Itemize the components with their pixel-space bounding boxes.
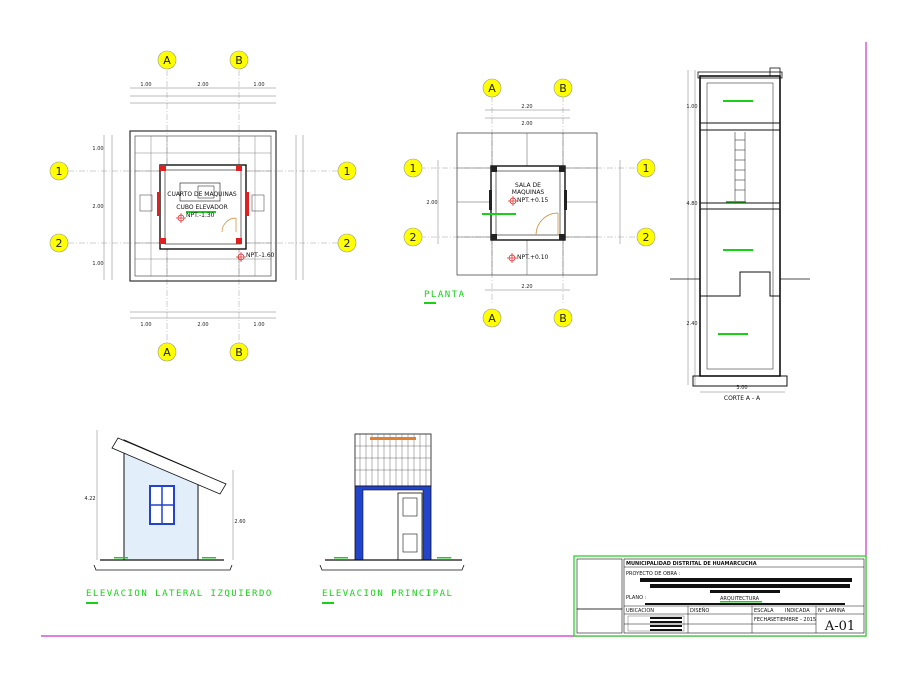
tb-plan-label: PLANO : <box>626 595 647 601</box>
label-underline <box>482 213 516 215</box>
elev-main-title: ELEVACION PRINCIPAL <box>322 589 453 599</box>
room-label-machines: CUARTO DE MAQUINAS <box>167 191 237 198</box>
grid-label-b: B <box>235 346 243 359</box>
dim-top-r2: 2.00 <box>521 121 532 127</box>
tb-specialty: ARQUITECTURA <box>720 596 760 602</box>
level-text-1: NPT.-1.30 <box>186 212 215 219</box>
dim-top-2: 2.00 <box>197 82 208 88</box>
grid-bubble-1-right: 1 <box>337 161 357 181</box>
section-a-a: 1.00 4.80 2.40 3.00 <box>670 67 810 402</box>
dim-side-2: 2.00 <box>92 204 103 210</box>
dim-bottom-3: 1.00 <box>253 322 264 328</box>
grid-label-2: 2 <box>344 237 351 250</box>
tb-institution: MUNICIPALIDAD DISTRITAL DE HUAMARCUCHA <box>626 561 757 567</box>
grid-label-1: 1 <box>56 165 63 178</box>
grid-label-2: 2 <box>56 237 63 250</box>
room-label-elevator: CUBO ELEVADOR <box>176 204 227 211</box>
grid-bubble-2-left-r: 2 <box>403 227 423 247</box>
title-block: MUNICIPALIDAD DISTRITAL DE HUAMARCUCHA P… <box>573 555 867 637</box>
grid-bubble-b-top-r: B <box>553 78 573 98</box>
elevation-left: 4.22 2.60 ELEVACION LATERAL IZQUIERDO <box>84 430 273 604</box>
dim-bottom-1: 1.00 <box>140 322 151 328</box>
grid-label-1: 1 <box>344 165 351 178</box>
tb-scale-value: INDICADA <box>785 608 810 614</box>
plan-right: A B A B 1 2 1 2 <box>403 78 656 328</box>
elevation-main: ELEVACION PRINCIPAL <box>319 433 465 604</box>
room-label-line1: SALA DE <box>515 182 541 189</box>
level-mark-r2: NPT.+0.10 <box>507 253 549 263</box>
tb-scale-label: ESCALA <box>754 608 774 614</box>
plan-left: A B A B 1 2 1 2 <box>49 50 357 362</box>
tb-date-label: FECHA <box>754 617 771 623</box>
grid-label-a: A <box>488 312 496 325</box>
grid-label-b: B <box>559 82 567 95</box>
room-label-line2: MAQUINAS <box>512 189 545 196</box>
tb-date-value: SETIEMBRE - 2015 <box>770 617 816 623</box>
grid-bubble-a-bottom: A <box>157 342 177 362</box>
grid-bubble-a-top-r: A <box>482 78 502 98</box>
grid-bubble-2-right-r: 2 <box>636 227 656 247</box>
level-mark-1: NPT.-1.30 <box>176 212 215 223</box>
grid-bubble-2-left: 2 <box>49 233 69 253</box>
tb-project-label: PROYECTO DE OBRA : <box>626 571 681 577</box>
grid-bubble-2-right: 2 <box>337 233 357 253</box>
grid-label-b: B <box>235 54 243 67</box>
grid-label-1: 1 <box>410 162 417 175</box>
dim-side-1: 1.00 <box>92 146 103 152</box>
grid-label-2: 2 <box>643 231 650 244</box>
dim-elev-left-1: 4.22 <box>84 496 95 502</box>
dim-side-r1: 2.00 <box>426 200 437 206</box>
grid-label-1: 1 <box>643 162 650 175</box>
level-text-r2: NPT.+0.10 <box>517 254 549 261</box>
tb-sheet-number: A-01 <box>824 619 855 634</box>
dim-elev-left-2: 2.60 <box>234 519 245 525</box>
grid-label-b: B <box>559 312 567 325</box>
elev-left-title: ELEVACION LATERAL IZQUIERDO <box>86 589 273 599</box>
tb-design-label: DISEÑO <box>690 607 709 614</box>
grid-bubble-a-bottom-r: A <box>482 308 502 328</box>
grid-label-a: A <box>488 82 496 95</box>
level-text-r1: NPT.+0.15 <box>517 197 549 204</box>
grid-bubble-1-left-r: 1 <box>403 158 423 178</box>
tb-location-label: UBICACION <box>626 608 654 614</box>
section-title: CORTE A - A <box>724 395 761 402</box>
grid-label-a: A <box>163 54 171 67</box>
grid-bubble-1-right-r: 1 <box>636 158 656 178</box>
grid-bubble-b-bottom: B <box>229 342 249 362</box>
grid-label-a: A <box>163 346 171 359</box>
grid-label-2: 2 <box>410 231 417 244</box>
label-underline <box>186 211 216 213</box>
dim-section-bottom: 3.00 <box>736 385 747 391</box>
level-text-2: NPT.-1.60 <box>246 252 275 259</box>
dim-section-2: 4.80 <box>686 201 697 207</box>
level-mark-r1: NPT.+0.15 <box>508 196 549 206</box>
level-mark-2: NPT.-1.60 <box>236 252 275 262</box>
dim-section-1: 1.00 <box>686 104 697 110</box>
dim-top-1: 1.00 <box>140 82 151 88</box>
dim-bottom-r1: 2.20 <box>521 284 532 290</box>
dim-bottom-2: 2.00 <box>197 322 208 328</box>
dim-top-3: 1.00 <box>253 82 264 88</box>
dim-section-3: 2.40 <box>686 321 697 327</box>
grid-bubble-a-top: A <box>157 50 177 70</box>
grid-bubble-b-bottom-r: B <box>553 308 573 328</box>
grid-bubble-b-top: B <box>229 50 249 70</box>
plan-title: PLANTA <box>424 290 466 300</box>
dim-top-r1: 2.20 <box>521 104 532 110</box>
dim-side-3: 1.00 <box>92 261 103 267</box>
grid-bubble-1-left: 1 <box>49 161 69 181</box>
tb-sheet-label: N° LAMINA <box>818 608 846 614</box>
